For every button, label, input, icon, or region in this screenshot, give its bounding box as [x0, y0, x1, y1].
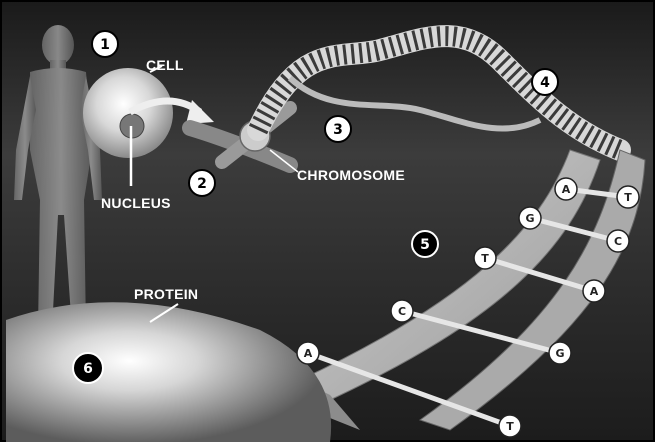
svg-text:C: C	[614, 235, 622, 248]
svg-text:4: 4	[540, 75, 550, 91]
svg-text:C: C	[398, 305, 406, 318]
cell-label: CELL	[146, 57, 184, 73]
step-6-marker: 6	[73, 353, 103, 383]
cell	[83, 68, 173, 158]
base-left-1: A	[555, 178, 577, 200]
svg-text:2: 2	[197, 176, 207, 192]
step-2-marker: 2	[189, 170, 215, 196]
step-5-marker: 5	[412, 231, 438, 257]
svg-text:G: G	[525, 212, 534, 225]
svg-text:A: A	[304, 347, 313, 360]
step-3-marker: 3	[325, 116, 351, 142]
base-left-2: G	[519, 207, 541, 229]
svg-text:3: 3	[333, 122, 343, 138]
svg-text:A: A	[590, 285, 599, 298]
svg-text:G: G	[555, 347, 564, 360]
svg-text:A: A	[562, 183, 571, 196]
svg-text:T: T	[624, 191, 632, 204]
base-left-4: C	[391, 300, 413, 322]
svg-text:1: 1	[100, 37, 110, 53]
nucleus-label: NUCLEUS	[101, 195, 171, 211]
base-right-1: T	[617, 186, 639, 208]
protein-label: PROTEIN	[134, 286, 198, 302]
svg-text:T: T	[481, 252, 489, 265]
base-left-3: T	[474, 247, 496, 269]
chromosome-label: CHROMOSOME	[297, 167, 405, 183]
base-right-2: C	[607, 230, 629, 252]
svg-text:T: T	[506, 420, 514, 433]
base-left-5: A	[297, 342, 319, 364]
step-1-marker: 1	[92, 31, 118, 57]
step-4-marker: 4	[532, 69, 558, 95]
base-right-3: A	[583, 280, 605, 302]
svg-text:5: 5	[420, 237, 430, 253]
base-right-5: T	[499, 415, 521, 437]
base-right-4: G	[549, 342, 571, 364]
svg-text:6: 6	[83, 361, 93, 377]
